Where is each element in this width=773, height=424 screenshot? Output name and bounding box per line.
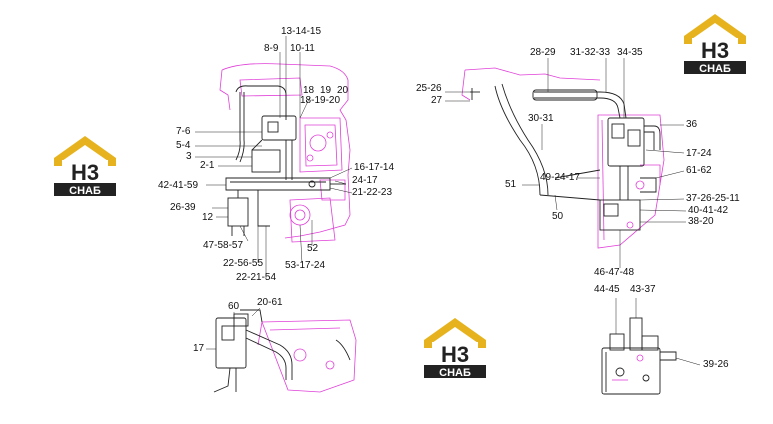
part-label: 17-24 [686, 148, 712, 159]
valve-block-body [601, 317, 677, 395]
part-label: 52 [307, 243, 319, 254]
part-label: 40-41-42 [688, 205, 729, 216]
part-label: 37-26-25-11 [686, 193, 740, 204]
part-label: 53-17-24 [285, 260, 326, 271]
part-label: 60 [228, 301, 240, 312]
part-label: 27 [431, 95, 443, 106]
part-label: 30-31 [528, 113, 554, 124]
part-label: 47-58-57 [203, 240, 244, 251]
brand-logo-center: H3 СНАБ [424, 318, 486, 379]
part-label: 2-1 [200, 160, 215, 171]
part-label: 21-22-23 [352, 187, 393, 198]
part-label: 44-45 [594, 284, 620, 295]
frame-outline [461, 67, 665, 249]
logo-mark: H3 [701, 38, 729, 63]
part-label: 12 [202, 212, 214, 223]
leader-lines-bottom-right [615, 298, 701, 366]
engine-assembly-top-left [195, 36, 353, 278]
part-label: 61-62 [686, 165, 712, 176]
part-label: 34-35 [617, 47, 643, 58]
part-label: 25-26 [416, 83, 442, 94]
leader-lines-top-right [445, 58, 687, 268]
part-label: 46-47-48 [594, 267, 635, 278]
part-label: 18-19-20 [300, 95, 341, 106]
part-label: 16-17-14 [354, 162, 395, 173]
part-label: 18 [303, 85, 315, 96]
part-label: 50 [552, 211, 564, 222]
brand-logo-left: H3 СНАБ [54, 136, 116, 197]
part-label: 42-41-59 [158, 180, 199, 191]
part-label: 20-61 [257, 297, 283, 308]
part-label: 10-11 [290, 43, 315, 54]
logo-mark: H3 [441, 342, 469, 367]
part-label: 51 [505, 179, 517, 190]
part-label: 26-39 [170, 202, 196, 213]
logo-text: СНАБ [69, 185, 101, 197]
part-label: 43-37 [630, 284, 656, 295]
leader-lines-top-left [195, 36, 353, 278]
part-label: 19 [320, 85, 332, 96]
logo-text: СНАБ [699, 63, 731, 75]
part-label: 20 [337, 85, 349, 96]
pump-body [213, 309, 351, 393]
part-label: 38-20 [688, 216, 714, 227]
part-label: 39-26 [703, 359, 729, 370]
logo-text: СНАБ [439, 367, 471, 379]
part-label: 36 [686, 119, 698, 130]
valve-highlight [612, 354, 644, 381]
part-label: 5-4 [176, 140, 191, 151]
part-label: 22-21-54 [236, 272, 277, 283]
part-label: 49-24-17 [540, 172, 581, 183]
brand-logo-top-right: H3 СНАБ [684, 14, 746, 75]
leader-lines-bottom-left [206, 307, 261, 350]
part-label: 8-9 [264, 43, 279, 54]
part-label: 13-14-15 [281, 26, 322, 37]
part-label: 28-29 [530, 47, 556, 58]
part-label: 31-32-33 [570, 47, 611, 58]
part-label: 24-17 [352, 175, 378, 186]
hydraulic-lines [225, 85, 346, 236]
hoses-and-valves [470, 83, 661, 231]
part-label: 3 [186, 151, 192, 162]
valve-block-bottom-right [601, 298, 701, 395]
logo-mark: H3 [71, 160, 99, 185]
part-label: 22-56-55 [223, 258, 264, 269]
pump-assembly-bottom-left [206, 307, 357, 393]
part-label: 7-6 [176, 126, 191, 137]
housing-outline-bottom [257, 319, 357, 393]
hydraulic-assembly-top-right [445, 58, 687, 268]
part-label: 17 [193, 343, 205, 354]
